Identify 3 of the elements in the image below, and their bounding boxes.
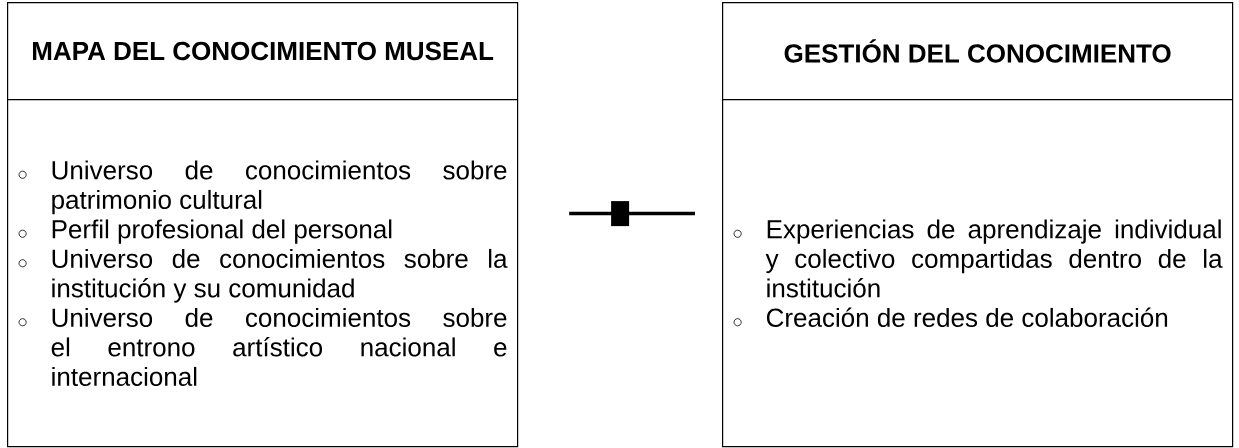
content-box: GESTIÓN DEL CONOCIMIENTO Experiencias de aprendizaje individual y colectivo compartidas dentro de la institución Creación de redes de colaboración bbox=[722, 2, 1234, 448]
content-box: MAPA DEL CONOCIMIENTO MUSEAL Universo de conocimientos sobre patrimonio cultural Perfil profesional del personal Universo de conocimientos sobre la institución y su comunidad Universo de conocimientos sobre el entrono artístico nacional e internacional bbox=[7, 2, 519, 448]
connector bbox=[569, 201, 695, 227]
